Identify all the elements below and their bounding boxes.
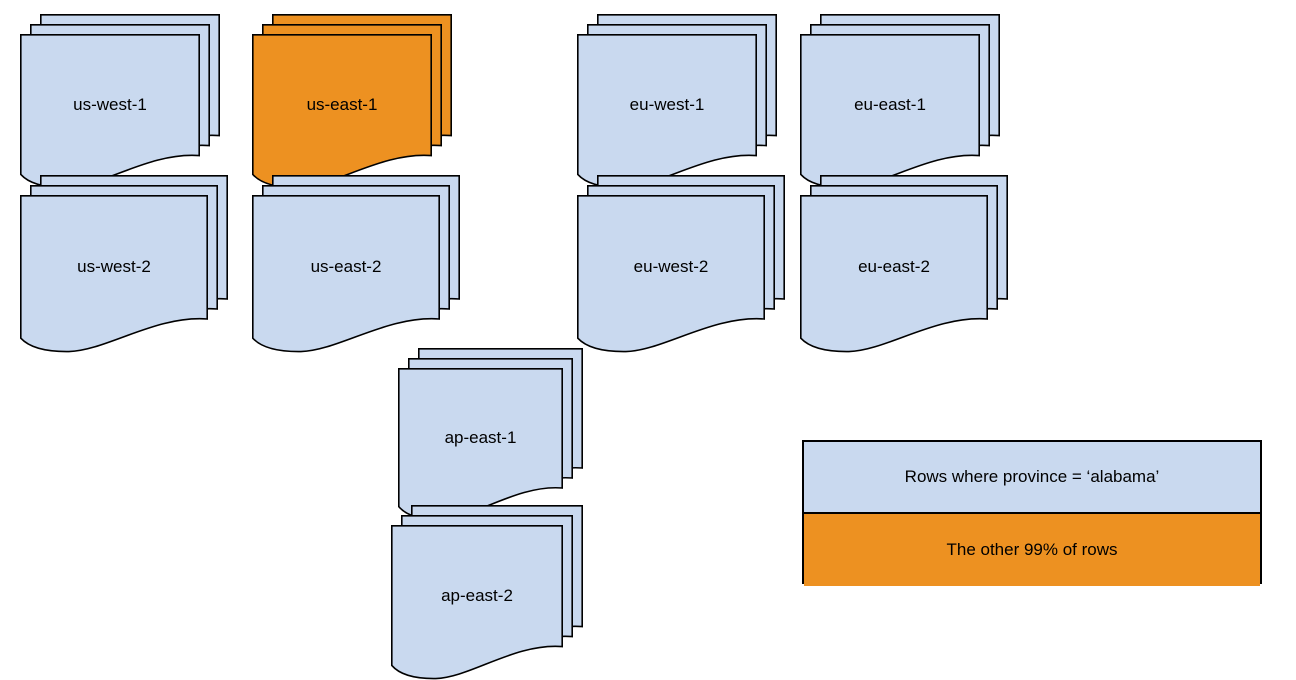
- document-sheet: [800, 34, 980, 189]
- region-stack-shape-eu-east-1: [800, 14, 1000, 189]
- region-stack-shape-us-east-2: [252, 175, 460, 353]
- region-stack-eu-east-1[interactable]: eu-east-1: [800, 14, 1000, 189]
- document-sheet: [20, 34, 200, 189]
- region-stack-us-west-1[interactable]: us-west-1: [20, 14, 220, 189]
- region-stack-ap-east-2[interactable]: ap-east-2: [391, 505, 583, 680]
- region-stack-eu-east-2[interactable]: eu-east-2: [800, 175, 1008, 353]
- legend: Rows where province = ‘alabama’ The other…: [802, 440, 1262, 586]
- region-stack-shape-us-east-1: [252, 14, 452, 189]
- region-stack-us-east-1[interactable]: us-east-1: [252, 14, 452, 189]
- legend-highlight: The other 99% of rows: [804, 514, 1260, 586]
- region-stack-shape-eu-west-2: [577, 175, 785, 353]
- region-stack-shape-eu-east-2: [800, 175, 1008, 353]
- region-stack-shape-us-west-2: [20, 175, 228, 353]
- region-stack-shape-us-west-1: [20, 14, 220, 189]
- region-stack-eu-west-1[interactable]: eu-west-1: [577, 14, 777, 189]
- document-sheet: [252, 34, 432, 189]
- document-sheet: [800, 195, 988, 353]
- legend-primary-label: Rows where province = ‘alabama’: [904, 467, 1160, 486]
- legend-primary: Rows where province = ‘alabama’: [804, 442, 1260, 514]
- document-sheet: [577, 195, 765, 353]
- document-sheet: [20, 195, 208, 353]
- region-stack-us-east-2[interactable]: us-east-2: [252, 175, 460, 353]
- region-stack-eu-west-2[interactable]: eu-west-2: [577, 175, 785, 353]
- region-stack-shape-ap-east-2: [391, 505, 583, 680]
- region-stack-shape-eu-west-1: [577, 14, 777, 189]
- document-sheet: [391, 525, 563, 680]
- region-stack-us-west-2[interactable]: us-west-2: [20, 175, 228, 353]
- document-sheet: [398, 368, 563, 521]
- region-stack-shape-ap-east-1: [398, 348, 583, 521]
- document-sheet: [577, 34, 757, 189]
- legend-highlight-label: The other 99% of rows: [946, 540, 1118, 559]
- document-sheet: [252, 195, 440, 353]
- region-stack-ap-east-1[interactable]: ap-east-1: [398, 348, 583, 521]
